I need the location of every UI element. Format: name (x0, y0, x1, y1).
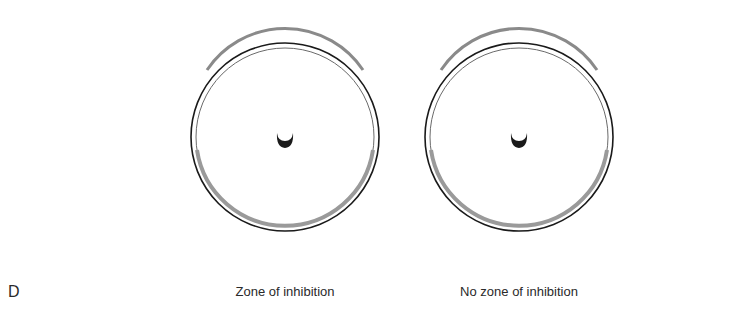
dish-inner-rim (196, 48, 374, 226)
petri-dish (425, 28, 613, 231)
dish-caption: Zone of inhibition (235, 284, 334, 299)
dish-shading (207, 28, 363, 70)
antibiotic-well (511, 133, 527, 148)
dish-rim (191, 43, 379, 231)
dish-shading (197, 150, 373, 226)
petri-dish (191, 28, 379, 231)
dish-caption: No zone of inhibition (460, 284, 578, 299)
dish-inner-rim (430, 48, 608, 226)
dish-shading (441, 28, 597, 70)
panel-letter: D (8, 283, 20, 301)
dish-rim (425, 43, 613, 231)
dish-shading (431, 150, 607, 226)
antibiotic-well (277, 133, 293, 148)
